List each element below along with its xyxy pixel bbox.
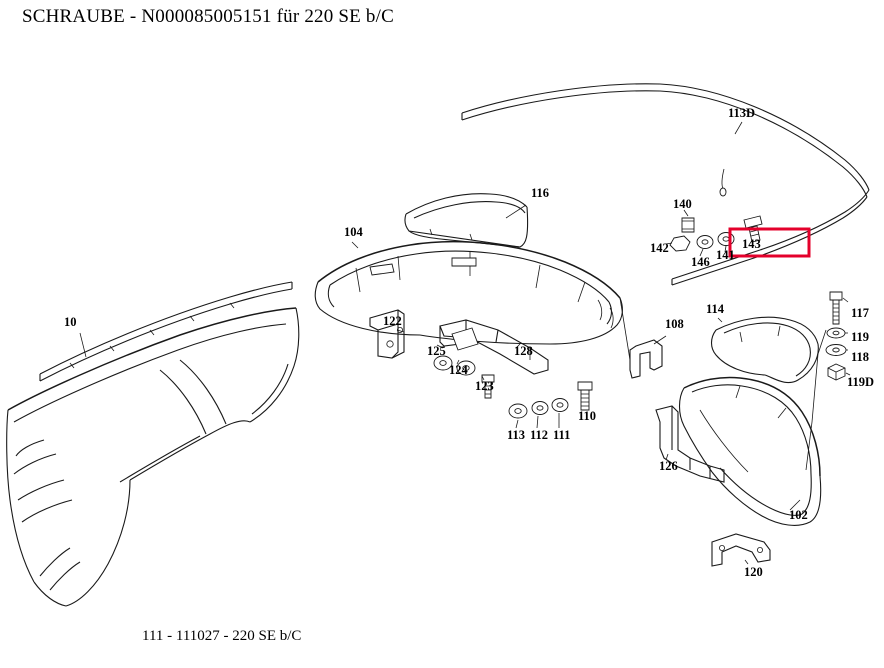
part-140-sleeve — [681, 217, 695, 233]
leader-116 — [505, 204, 527, 219]
exploded-parts-diagram: 113D 116 140 104 142 146 141 143 10 114 … — [0, 30, 884, 630]
leader-126 — [665, 453, 669, 461]
part-125-washer — [433, 355, 453, 371]
part-141-washer — [717, 232, 735, 246]
leader-128 — [515, 343, 521, 349]
callout-117: 117 — [851, 306, 869, 320]
callout-146: 146 — [691, 255, 710, 269]
part-110-bolt — [577, 381, 593, 411]
leader-108-b — [619, 297, 631, 361]
callout-10: 10 — [64, 315, 77, 329]
callout-114: 114 — [706, 302, 725, 316]
leader-123 — [481, 375, 485, 381]
callout-122: 122 — [383, 314, 402, 328]
callout-128: 128 — [514, 344, 533, 358]
callout-113: 113 — [507, 428, 525, 442]
leader-113 — [515, 419, 519, 429]
callout-108: 108 — [665, 317, 684, 331]
highlight-box-143 — [728, 227, 811, 258]
callout-140: 140 — [673, 197, 692, 211]
callout-102: 102 — [789, 508, 808, 522]
part-117-bolt — [829, 291, 843, 325]
callout-112: 112 — [530, 428, 548, 442]
part-119-washer — [826, 327, 846, 339]
leader-141 — [724, 245, 727, 253]
leader-102 — [789, 499, 801, 511]
leader-122 — [396, 329, 405, 333]
leader-124 — [456, 359, 460, 365]
callout-142: 142 — [650, 241, 669, 255]
callout-123: 123 — [475, 379, 494, 393]
callout-120: 120 — [744, 565, 763, 579]
leader-142 — [665, 242, 673, 245]
callout-124: 124 — [449, 363, 469, 377]
leader-140 — [683, 209, 689, 217]
callout-113D: 113D — [728, 106, 755, 120]
part-113-washer — [508, 403, 528, 419]
part-113D-trim-strip — [461, 83, 870, 286]
part-118-washer — [825, 344, 847, 356]
callout-104: 104 — [344, 225, 364, 239]
callout-116: 116 — [531, 186, 549, 200]
leader-119D — [845, 372, 851, 376]
leader-120 — [744, 559, 749, 565]
part-108-bracket — [629, 339, 663, 379]
part-102-bumper — [678, 376, 822, 526]
callout-110: 110 — [578, 409, 596, 423]
page-title: SCHRAUBE - N000085005151 für 220 SE b/C — [22, 6, 394, 27]
part-fender-panel — [6, 307, 300, 607]
leader-146 — [699, 248, 704, 257]
leader-113D — [734, 121, 743, 135]
callout-143: 143 — [742, 237, 761, 251]
part-123-bolt — [481, 374, 495, 399]
part-122-bracket — [369, 309, 405, 359]
leader-104 — [351, 241, 359, 249]
leader-108 — [653, 335, 667, 345]
callout-118: 118 — [851, 350, 869, 364]
callout-125: 125 — [427, 344, 446, 358]
callout-119: 119 — [851, 330, 869, 344]
callout-126: 126 — [659, 459, 678, 473]
part-114-bumper-end — [710, 316, 819, 384]
part-111-washer — [551, 398, 569, 412]
leader-stack-to-102 — [805, 329, 827, 471]
part-128-bracket — [439, 319, 549, 375]
leader-117 — [842, 297, 849, 303]
callout-119D: 119D — [847, 375, 874, 389]
callout-labels: 113D 116 140 104 142 146 141 143 10 114 … — [64, 106, 874, 579]
part-119D-nut — [827, 363, 846, 381]
part-120-bracket — [711, 533, 771, 567]
part-112-washer — [531, 401, 549, 415]
part-126-bracket — [655, 405, 725, 483]
part-142-nut — [669, 235, 691, 252]
part-10-molding — [39, 281, 293, 382]
callout-111: 111 — [553, 428, 570, 442]
page-footer: 111 - 111027 - 220 SE b/C — [142, 628, 302, 644]
diagram-svg: 113D 116 140 104 142 146 141 143 10 114 … — [6, 83, 874, 607]
leader-125 — [436, 344, 444, 349]
leader-112 — [536, 415, 539, 429]
part-146-washer — [696, 235, 714, 249]
leader-10 — [79, 332, 87, 358]
part-124-washer — [456, 360, 476, 376]
leader-114 — [717, 317, 723, 323]
part-116-bumper-bar — [404, 193, 529, 248]
callout-141: 141 — [716, 248, 735, 262]
